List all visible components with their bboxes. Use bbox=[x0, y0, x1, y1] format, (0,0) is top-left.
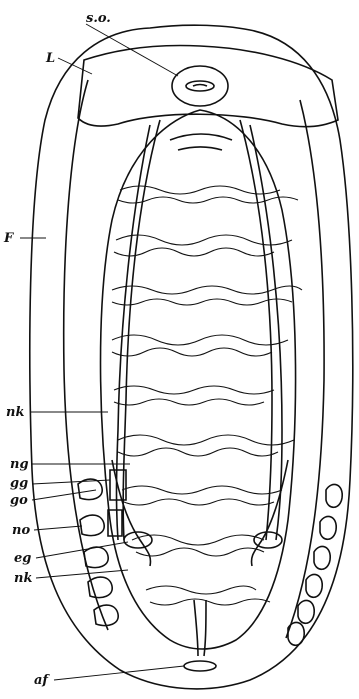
leader-so bbox=[86, 24, 178, 76]
rectum bbox=[194, 600, 198, 656]
leader-af bbox=[54, 666, 184, 680]
nerve-cord-left bbox=[123, 120, 160, 540]
label-L: L bbox=[46, 52, 55, 65]
mouth-opening bbox=[186, 81, 214, 91]
label-go: go bbox=[10, 494, 28, 507]
label-so: s.o. bbox=[86, 12, 111, 25]
nephridial-opening-right bbox=[254, 532, 282, 548]
gonoduct-left bbox=[112, 460, 151, 566]
head-flap bbox=[78, 46, 338, 127]
nerve-cord-right bbox=[240, 120, 272, 540]
label-af: af bbox=[34, 674, 48, 687]
label-F: F bbox=[4, 232, 13, 245]
label-no: no bbox=[12, 524, 30, 537]
nephridial-opening-left bbox=[124, 532, 152, 548]
label-ng: ng bbox=[10, 458, 29, 471]
label-eg: eg bbox=[14, 552, 31, 565]
anus bbox=[184, 661, 216, 671]
label-nk-upper: nk bbox=[6, 406, 24, 419]
mouth-disc bbox=[172, 66, 228, 106]
label-nk-lower: nk bbox=[14, 572, 32, 585]
label-gg: gg bbox=[10, 477, 28, 490]
leader-go bbox=[32, 490, 96, 500]
mantle-rim-right bbox=[286, 100, 324, 638]
leader-no bbox=[34, 526, 82, 530]
